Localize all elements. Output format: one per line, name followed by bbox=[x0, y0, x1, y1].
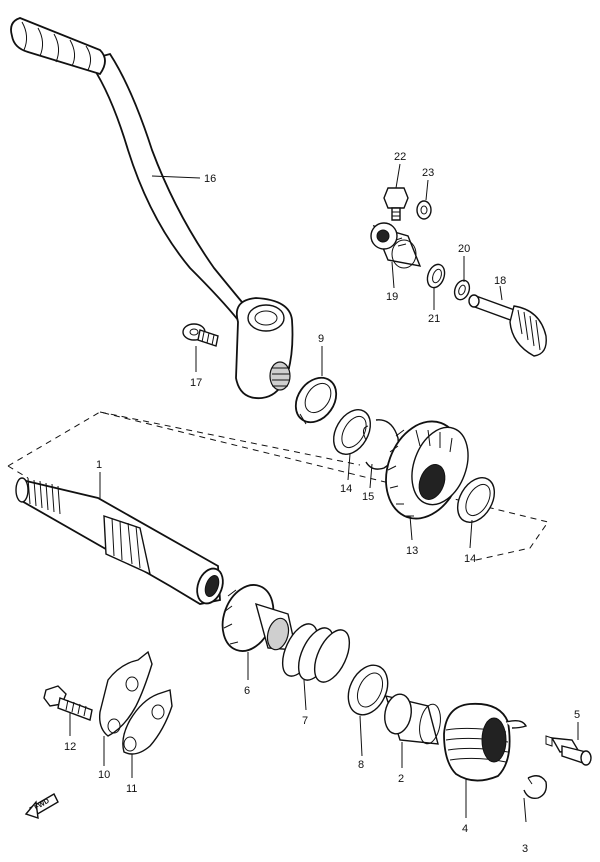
retainer-washer bbox=[416, 200, 432, 220]
kick-gear bbox=[385, 420, 469, 520]
forward-arrow: FWD bbox=[24, 793, 59, 820]
part-label-4: 4 bbox=[462, 823, 468, 835]
assembly-dashed-outline bbox=[7, 411, 549, 561]
part-label-11: 11 bbox=[126, 783, 137, 795]
part-label-6: 6 bbox=[244, 685, 250, 697]
part-label-10: 10 bbox=[98, 769, 110, 781]
part-label-20: 20 bbox=[458, 243, 470, 255]
retainer-bolt bbox=[383, 187, 409, 221]
guide-bolt bbox=[43, 685, 93, 721]
part-labels: 1 2 3 4 5 6 7 8 9 10 11 12 13 14 14 15 1… bbox=[64, 151, 580, 855]
leader-lines bbox=[69, 163, 579, 823]
drive-gear-washer bbox=[453, 279, 471, 301]
washer-lower bbox=[456, 477, 496, 523]
ratchet-spring bbox=[281, 623, 351, 683]
kick-shaft bbox=[15, 477, 224, 605]
return-spring bbox=[443, 702, 527, 782]
kick-ratchet bbox=[221, 584, 297, 652]
stopper-bolt bbox=[545, 735, 592, 766]
shaft-washer bbox=[347, 664, 389, 716]
part-label-7: 7 bbox=[302, 715, 308, 727]
part-label-22: 22 bbox=[394, 151, 406, 163]
spring-guide bbox=[384, 693, 441, 745]
part-label-21: 21 bbox=[428, 313, 440, 325]
part-label-12: 12 bbox=[64, 741, 76, 753]
part-label-3: 3 bbox=[522, 843, 528, 855]
part-label-9: 9 bbox=[318, 333, 324, 345]
spring-circlip bbox=[523, 775, 548, 800]
stopper-plate bbox=[122, 689, 173, 755]
gear-bushing bbox=[370, 222, 422, 269]
part-label-17: 17 bbox=[190, 377, 202, 389]
part-label-18: 18 bbox=[494, 275, 506, 287]
kick-lever bbox=[10, 17, 294, 400]
part-label-13: 13 bbox=[406, 545, 418, 557]
part-label-16: 16 bbox=[204, 173, 216, 185]
part-label-14a: 14 bbox=[340, 483, 352, 495]
drive-gear-circlip bbox=[426, 263, 446, 289]
part-label-15: 15 bbox=[362, 491, 374, 503]
part-label-14b: 14 bbox=[464, 553, 476, 565]
part-label-23: 23 bbox=[422, 167, 434, 179]
shaft-guide-plate bbox=[98, 650, 153, 737]
pinch-bolt bbox=[182, 323, 219, 347]
oil-seal bbox=[294, 376, 338, 425]
part-label-5: 5 bbox=[574, 709, 580, 721]
part-label-8: 8 bbox=[358, 759, 364, 771]
part-label-2: 2 bbox=[398, 773, 404, 785]
part-label-1: 1 bbox=[96, 459, 102, 471]
part-label-19: 19 bbox=[386, 291, 398, 303]
idle-gear-shaft bbox=[468, 294, 547, 357]
